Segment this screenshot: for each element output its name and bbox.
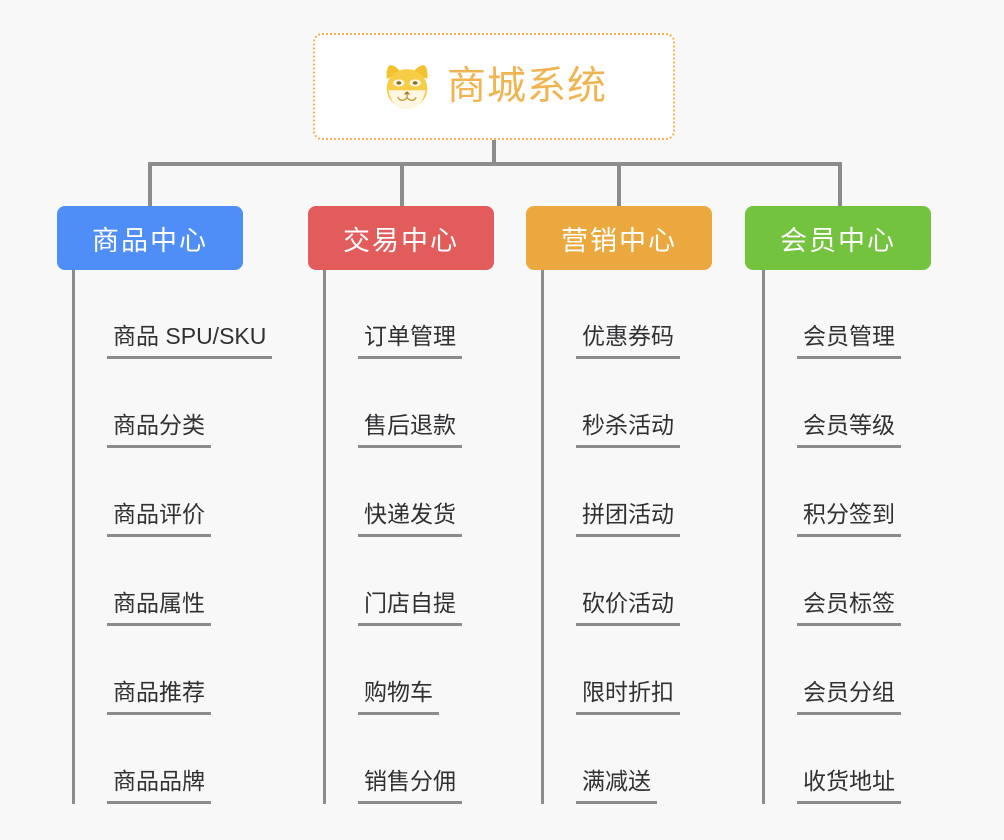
leaf-label: 拼团活动: [576, 501, 680, 537]
leaf-item[interactable]: 商品分类: [72, 359, 272, 448]
leaf-label: 会员标签: [797, 590, 901, 626]
leaf-label: 收货地址: [797, 768, 901, 804]
category-header-marketing[interactable]: 营销中心: [526, 206, 712, 270]
leaf-label: 订单管理: [358, 323, 462, 359]
leaf-item[interactable]: 满减送: [541, 715, 680, 804]
leaf-label: 商品属性: [107, 590, 211, 626]
column-marketing: 优惠券码 秒杀活动 拼团活动 砍价活动 限时折扣 满减送: [541, 270, 680, 804]
leaf-label: 购物车: [358, 679, 439, 715]
category-header-product[interactable]: 商品中心: [57, 206, 243, 270]
connector-drop-2: [400, 162, 404, 207]
leaf-label: 商品分类: [107, 412, 211, 448]
leaf-item[interactable]: 快递发货: [323, 448, 462, 537]
leaf-item[interactable]: 积分签到: [762, 448, 901, 537]
leaf-label: 秒杀活动: [576, 412, 680, 448]
leaf-item[interactable]: 会员分组: [762, 626, 901, 715]
root-node[interactable]: 商城系统: [313, 33, 675, 140]
column-trade: 订单管理 售后退款 快递发货 门店自提 购物车 销售分佣: [323, 270, 462, 804]
leaf-item[interactable]: 商品推荐: [72, 626, 272, 715]
leaf-item[interactable]: 售后退款: [323, 359, 462, 448]
leaf-label: 商品推荐: [107, 679, 211, 715]
category-header-label: 营销中心: [561, 225, 677, 256]
leaf-label: 商品品牌: [107, 768, 211, 804]
column-member: 会员管理 会员等级 积分签到 会员标签 会员分组 收货地址: [762, 270, 901, 804]
category-header-label: 交易中心: [343, 225, 459, 256]
category-header-label: 会员中心: [780, 225, 896, 256]
leaf-label: 商品 SPU/SKU: [107, 323, 273, 359]
leaf-label: 优惠券码: [576, 323, 680, 359]
leaf-item[interactable]: 拼团活动: [541, 448, 680, 537]
column-spine: [323, 270, 326, 804]
leaf-item[interactable]: 会员标签: [762, 537, 901, 626]
category-header-member[interactable]: 会员中心: [745, 206, 931, 270]
leaf-label: 会员等级: [797, 412, 901, 448]
column-spine: [762, 270, 765, 804]
leaf-label: 售后退款: [358, 412, 462, 448]
leaf-item[interactable]: 商品评价: [72, 448, 272, 537]
column-product: 商品 SPU/SKU 商品分类 商品评价 商品属性 商品推荐 商品品牌: [72, 270, 273, 804]
connector-drop-4: [838, 162, 842, 207]
leaf-label: 会员分组: [797, 679, 901, 715]
leaf-item[interactable]: 限时折扣: [541, 626, 680, 715]
shiba-dog-face-icon: [386, 64, 428, 109]
leaf-item[interactable]: 秒杀活动: [541, 359, 680, 448]
leaf-label: 销售分佣: [358, 768, 462, 804]
leaf-label: 快递发货: [358, 501, 462, 537]
connector-drop-1: [148, 162, 152, 207]
leaf-label: 满减送: [576, 768, 657, 804]
leaf-item[interactable]: 商品品牌: [72, 715, 272, 804]
column-spine: [541, 270, 544, 804]
leaf-label: 砍价活动: [576, 590, 680, 626]
category-header-trade[interactable]: 交易中心: [308, 206, 494, 270]
leaf-label: 门店自提: [358, 590, 462, 626]
connector-root-stem: [492, 140, 496, 165]
leaf-item[interactable]: 会员管理: [762, 270, 901, 359]
column-spine: [72, 270, 75, 804]
leaf-item[interactable]: 门店自提: [323, 537, 462, 626]
leaf-item[interactable]: 商品属性: [72, 537, 272, 626]
leaf-item[interactable]: 收货地址: [762, 715, 901, 804]
leaf-item[interactable]: 会员等级: [762, 359, 901, 448]
leaf-label: 限时折扣: [576, 679, 680, 715]
leaf-item[interactable]: 订单管理: [323, 270, 462, 359]
leaf-label: 商品评价: [107, 501, 211, 537]
leaf-item[interactable]: 销售分佣: [323, 715, 462, 804]
root-title: 商城系统: [446, 65, 607, 108]
leaf-item[interactable]: 优惠券码: [541, 270, 680, 359]
connector-horizontal-bus: [148, 162, 842, 166]
leaf-item[interactable]: 商品 SPU/SKU: [72, 270, 273, 359]
leaf-item[interactable]: 砍价活动: [541, 537, 680, 626]
leaf-label: 积分签到: [797, 501, 901, 537]
leaf-label: 会员管理: [797, 323, 901, 359]
connector-drop-3: [617, 162, 621, 207]
leaf-item[interactable]: 购物车: [323, 626, 462, 715]
category-header-label: 商品中心: [92, 225, 208, 256]
